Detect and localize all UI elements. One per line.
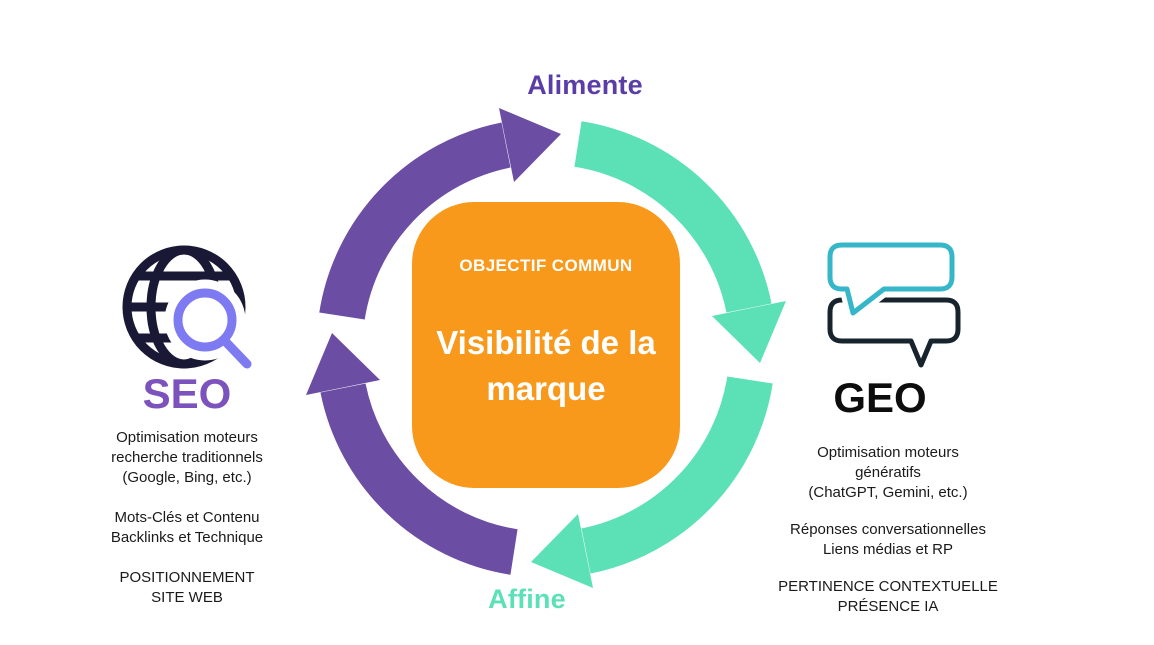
- seo-line: Backlinks et Technique: [110, 529, 264, 546]
- chat-bubble-dark: [827, 297, 961, 368]
- objective-kicker: OBJECTIF COMMUN: [459, 256, 633, 275]
- objective-card: OBJECTIF COMMUN Visibilité de la marque: [412, 202, 680, 488]
- geo-line: PERTINENCE CONTEXTUELLE: [778, 578, 998, 595]
- seo-description: Optimisation moteurs recherche tradition…: [62, 428, 312, 628]
- geo-line: génératifs: [855, 464, 921, 481]
- chat-bubble-teal: [827, 242, 955, 316]
- seo-line: Optimisation moteurs: [116, 429, 258, 446]
- objective-title-line1: Visibilité de: [436, 324, 620, 361]
- geo-description: Optimisation moteurs génératifs (ChatGPT…: [763, 443, 1013, 634]
- geo-group-2: Réponses conversationnelles Liens médias…: [763, 520, 1013, 560]
- geo-line: Réponses conversationnelles: [790, 521, 986, 538]
- objective-title: Visibilité de la marque: [412, 320, 680, 412]
- seo-group-1: Optimisation moteurs recherche tradition…: [62, 428, 312, 488]
- seo-line: recherche traditionnels: [111, 449, 263, 466]
- globe-magnifier-icon: [122, 245, 261, 378]
- seo-line: SITE WEB: [151, 589, 223, 606]
- geo-line: (ChatGPT, Gemini, etc.): [808, 484, 968, 501]
- geo-group-1: Optimisation moteurs génératifs (ChatGPT…: [763, 443, 1013, 503]
- geo-line: Optimisation moteurs: [817, 444, 959, 461]
- chat-bubbles-icon: [822, 237, 961, 368]
- geo-line: PRÉSENCE IA: [837, 598, 939, 615]
- seo-group-3: POSITIONNEMENT SITE WEB: [62, 568, 312, 608]
- seo-line: Mots-Clés et Contenu: [114, 509, 260, 526]
- seo-line: (Google, Bing, etc.): [122, 469, 252, 486]
- geo-line: Liens médias et RP: [822, 541, 954, 558]
- top-arrow-label: Alimente: [527, 70, 643, 100]
- magnifier-glass: [164, 279, 261, 378]
- seo-heading: SEO: [142, 370, 232, 417]
- bottom-arrow-label: Affine: [488, 584, 566, 614]
- geo-heading: GEO: [833, 374, 927, 421]
- seo-group-2: Mots-Clés et Contenu Backlinks et Techni…: [62, 508, 312, 548]
- objective-title-line2: la marque: [486, 324, 656, 407]
- seo-line: POSITIONNEMENT: [119, 569, 255, 586]
- geo-group-3: PERTINENCE CONTEXTUELLE PRÉSENCE IA: [763, 577, 1013, 617]
